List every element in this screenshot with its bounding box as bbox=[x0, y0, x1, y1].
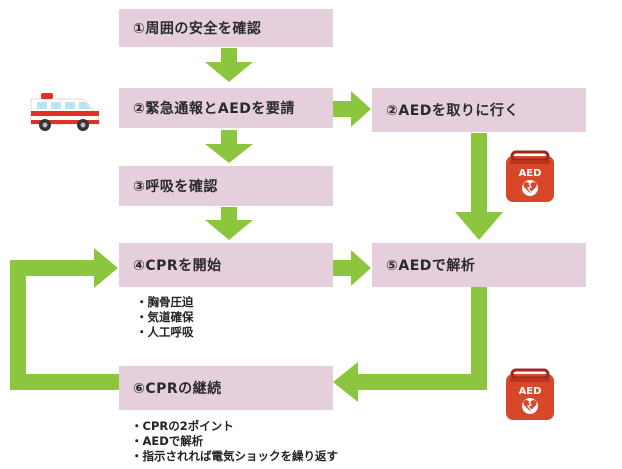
step1-label: ①周囲の安全を確認 bbox=[133, 21, 262, 37]
step3-box: ③呼吸を確認 bbox=[119, 166, 333, 206]
arrow-step1-to-step2 bbox=[205, 48, 253, 82]
step1-box: ①周囲の安全を確認 bbox=[119, 9, 333, 47]
step2-label: ②緊急通報とAEDを要請 bbox=[133, 101, 295, 117]
step4-label: ④CPRを開始 bbox=[133, 258, 222, 274]
ambulance-icon bbox=[30, 93, 100, 131]
step6-bullet-list: ・CPRの2ポイント ・AEDで解析 ・指示されれば電気ショックを繰り返す bbox=[131, 419, 338, 464]
step6-bullet: ・CPRの2ポイント bbox=[131, 419, 234, 433]
step5-box: ⑤AEDで解析 bbox=[372, 243, 586, 287]
aed-device-icon: AED bbox=[506, 368, 554, 420]
step4-bullet-list: ・胸骨圧迫 ・気道確保 ・人工呼吸 bbox=[136, 295, 194, 340]
aed-device-icon: AED bbox=[506, 150, 554, 202]
step4-box: ④CPRを開始 bbox=[119, 243, 333, 287]
step4-bullet: ・人工呼吸 bbox=[136, 325, 194, 339]
step3-label: ③呼吸を確認 bbox=[133, 179, 218, 195]
step2-box: ②緊急通報とAEDを要請 bbox=[119, 88, 333, 128]
step6-label: ⑥CPRの継続 bbox=[133, 381, 222, 397]
step6-bullet: ・AEDで解析 bbox=[131, 434, 204, 448]
aed-device-label: AED bbox=[519, 386, 542, 397]
step4-bullet: ・気道確保 bbox=[136, 310, 194, 324]
arrow-step6-to-step4-loop bbox=[10, 248, 119, 390]
aed-device-label: AED bbox=[519, 168, 542, 179]
arrow-step2-to-aed-fetch bbox=[333, 91, 371, 127]
arrow-step5-to-step6 bbox=[333, 287, 487, 402]
step6-bullet: ・指示されれば電気ショックを繰り返す bbox=[131, 449, 338, 463]
step2b-label: ②AEDを取りに行く bbox=[386, 103, 519, 119]
arrow-step2-to-step3 bbox=[205, 130, 253, 163]
arrow-step3-to-step4 bbox=[205, 207, 253, 240]
step6-box: ⑥CPRの継続 bbox=[119, 366, 333, 410]
step4-bullet: ・胸骨圧迫 bbox=[136, 295, 194, 309]
step5-label: ⑤AEDで解析 bbox=[386, 258, 476, 274]
arrow-aed-fetch-to-step5 bbox=[455, 133, 503, 240]
step2b-box: ②AEDを取りに行く bbox=[372, 88, 586, 132]
arrow-step4-to-step5 bbox=[333, 250, 371, 286]
